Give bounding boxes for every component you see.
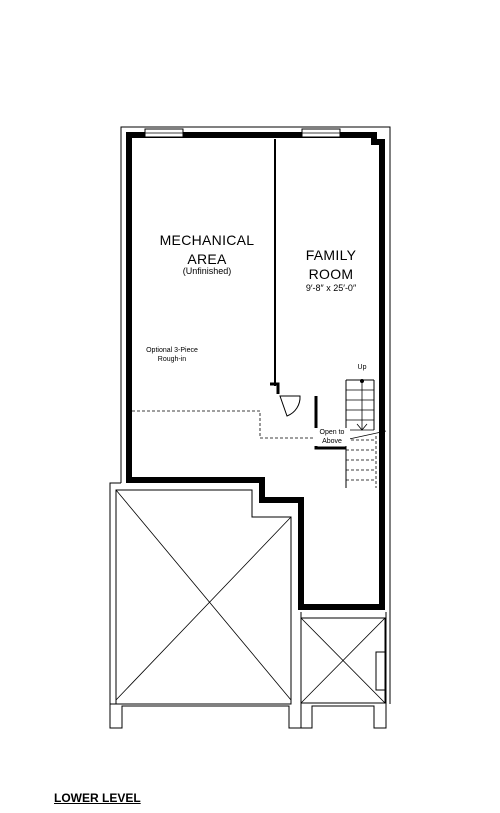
rough-in-note-line1: Optional 3-Piece — [146, 347, 198, 354]
garage-outline — [109, 482, 302, 729]
open-to-above-label: Open to Above — [314, 428, 350, 446]
door-jamb — [270, 382, 280, 394]
exterior-wall — [126, 132, 385, 610]
stair-landing-wall — [314, 396, 346, 450]
stairs — [339, 379, 387, 488]
family-room-title: FAMILY ROOM — [276, 246, 386, 284]
porch-outline — [300, 612, 391, 729]
outer-outline — [120, 126, 391, 612]
mechanical-title-line2: AREA — [187, 251, 227, 267]
rough-in-note: Optional 3-Piece Rough-in — [132, 346, 212, 364]
rough-in-note-line2: Rough-in — [157, 356, 187, 363]
stairs-up-label: Up — [357, 364, 367, 371]
open-to-above-line2: Above — [322, 438, 342, 445]
mechanical-title-line1: MECHANICAL — [159, 232, 255, 248]
window-left — [144, 128, 184, 138]
family-title-line1: FAMILY — [305, 247, 357, 263]
level-label: LOWER LEVEL — [54, 791, 141, 805]
window-right — [301, 128, 341, 138]
family-room-dimensions: 9′-8″ x 25′-0″ — [305, 283, 357, 293]
mechanical-area-subtitle: (Unfinished) — [182, 266, 232, 276]
dashed-boundary — [132, 410, 316, 439]
open-to-above-line1: Open to — [319, 429, 345, 436]
mechanical-area-title: MECHANICAL AREA — [140, 231, 274, 269]
family-title-line2: ROOM — [308, 266, 354, 282]
door-swing — [279, 395, 301, 417]
